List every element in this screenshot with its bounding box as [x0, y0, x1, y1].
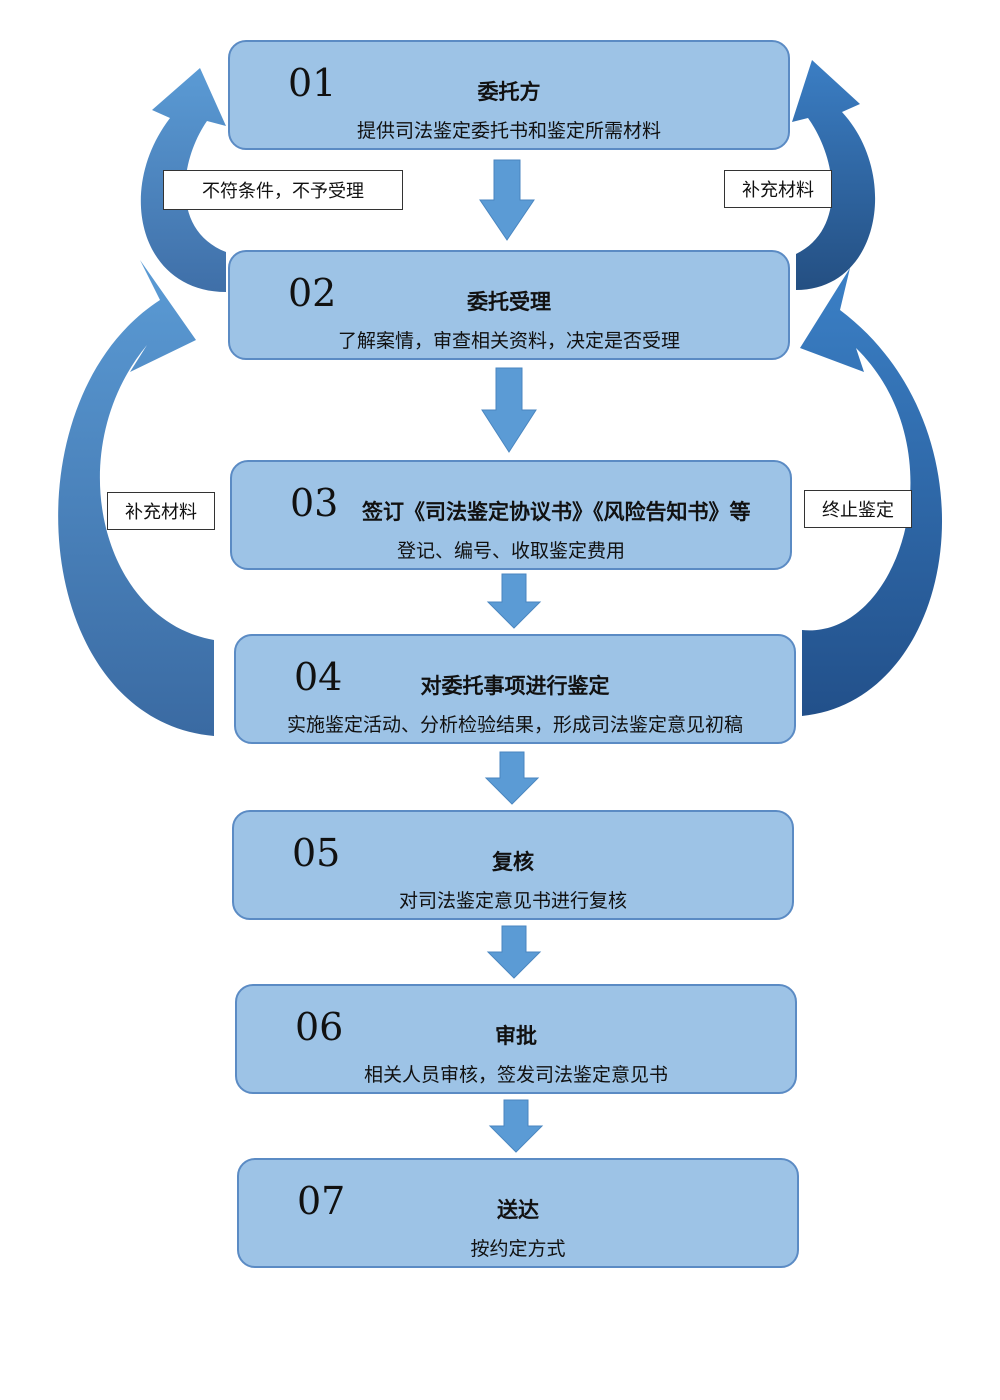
step-02-box: 02 委托受理 了解案情，审查相关资料，决定是否受理	[228, 250, 790, 360]
step-title: 委托受理	[467, 290, 551, 314]
step-number: 07	[297, 1179, 346, 1223]
step-title: 送达	[497, 1198, 539, 1222]
curve-arrow-supplement-top	[792, 60, 876, 290]
down-arrow-1	[479, 159, 535, 241]
step-07-box: 07 送达 按约定方式	[237, 1158, 799, 1268]
step-number: 03	[290, 481, 339, 525]
step-description: 对司法鉴定意见书进行复核	[398, 890, 627, 912]
step-number: 04	[294, 655, 343, 699]
step-description: 按约定方式	[470, 1238, 566, 1260]
step-number: 05	[292, 831, 341, 875]
step-01-box: 01 委托方 提供司法鉴定委托书和鉴定所需材料	[228, 40, 790, 150]
step-number: 02	[288, 271, 337, 315]
down-arrow-3	[486, 573, 542, 629]
down-arrow-4	[484, 751, 540, 805]
step-number: 01	[288, 61, 337, 105]
step-05-box: 05 复核 对司法鉴定意见书进行复核	[232, 810, 794, 920]
step-title: 签订《司法鉴定协议书》《风险告知书》等	[362, 500, 751, 524]
down-arrow-5	[486, 925, 542, 979]
step-description: 了解案情，审查相关资料，决定是否受理	[337, 330, 680, 352]
curve-arrow-supplement-left	[58, 260, 214, 736]
step-04-box: 04 对委托事项进行鉴定 实施鉴定活动、分析检验结果，形成司法鉴定意见初稿	[234, 634, 796, 744]
label-terminate: 终止鉴定	[804, 490, 912, 528]
down-arrow-2	[481, 367, 537, 453]
step-description: 登记、编号、收取鉴定费用	[396, 540, 625, 562]
step-03-box: 03 签订《司法鉴定协议书》《风险告知书》等 登记、编号、收取鉴定费用	[230, 460, 792, 570]
label-supplement-left: 补充材料	[107, 492, 215, 530]
step-description: 提供司法鉴定委托书和鉴定所需材料	[356, 120, 661, 142]
step-title: 对委托事项进行鉴定	[420, 674, 610, 698]
step-title: 委托方	[477, 80, 541, 104]
step-title: 审批	[495, 1024, 537, 1048]
label-supplement-top: 补充材料	[724, 170, 832, 208]
down-arrow-6	[488, 1099, 544, 1153]
step-number: 06	[295, 1005, 344, 1049]
step-description: 实施鉴定活动、分析检验结果，形成司法鉴定意见初稿	[286, 714, 743, 736]
curve-arrow-terminate	[800, 268, 943, 716]
step-description: 相关人员审核，签发司法鉴定意见书	[363, 1064, 668, 1086]
step-06-box: 06 审批 相关人员审核，签发司法鉴定意见书	[235, 984, 797, 1094]
step-title: 复核	[492, 850, 534, 874]
label-reject: 不符条件，不予受理	[163, 170, 403, 210]
